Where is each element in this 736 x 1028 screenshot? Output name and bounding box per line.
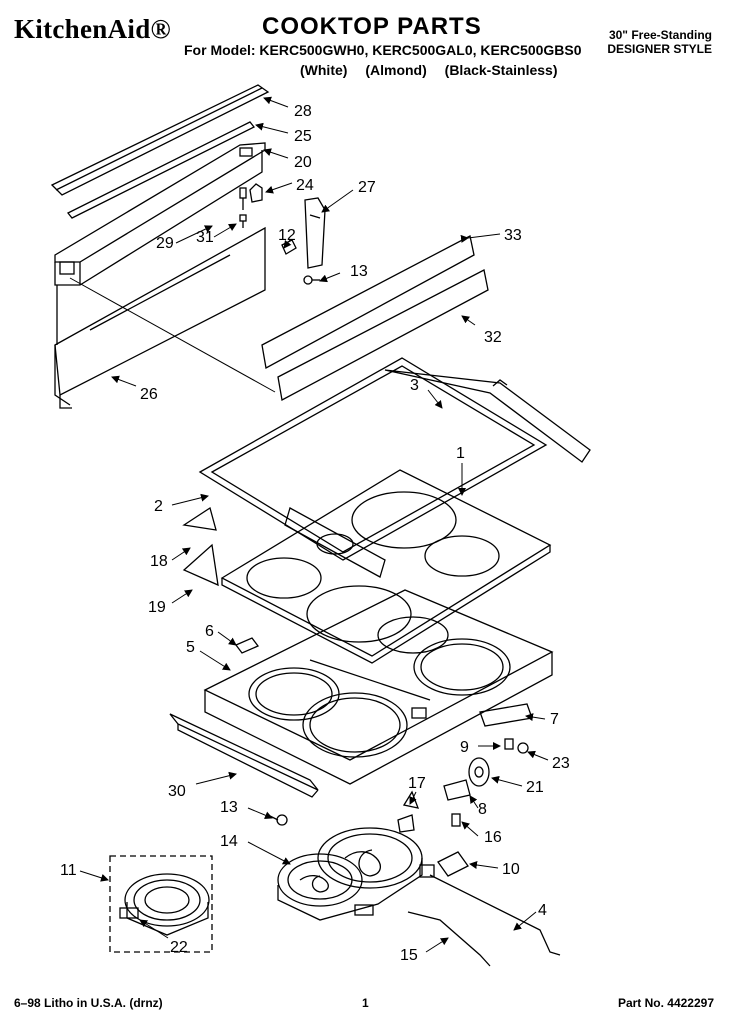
screw-13-upper — [303, 275, 320, 285]
corner-gasket-19 — [182, 543, 219, 587]
screw-9 — [504, 738, 514, 750]
label-20: 20 — [294, 154, 312, 171]
label-6: 6 — [205, 623, 214, 640]
label-33: 33 — [504, 227, 522, 244]
dual-element-14 — [277, 827, 435, 921]
label-17: 17 — [408, 775, 426, 792]
finish-almond: (Almond) — [365, 62, 427, 78]
strip-32 — [277, 269, 489, 401]
screw-31 — [239, 214, 247, 228]
glass-cooktop-1 — [220, 469, 552, 664]
model-numbers: For Model: KERC500GWH0, KERC500GAL0, KER… — [184, 42, 582, 58]
label-16: 16 — [484, 829, 502, 846]
screw-23 — [517, 742, 529, 754]
screw-29 — [239, 187, 247, 210]
element-11 — [109, 855, 213, 953]
label-7: 7 — [550, 711, 559, 728]
label-24: 24 — [296, 177, 314, 194]
label-27: 27 — [358, 179, 376, 196]
label-2: 2 — [154, 498, 163, 515]
brand-logo: KitchenAid® — [14, 14, 171, 44]
label-5: 5 — [186, 639, 195, 656]
frame-3 — [384, 369, 591, 463]
label-22: 22 — [170, 939, 188, 956]
product-style: 30" Free-Standing DESIGNER STYLE — [607, 28, 712, 56]
screw-13-lower — [269, 814, 288, 826]
part-number-labels: 28 25 20 24 27 33 12 29 31 13 32 26 3 1 … — [60, 103, 570, 964]
label-32: 32 — [484, 329, 502, 346]
control-bracket-20 — [54, 142, 266, 286]
label-21: 21 — [526, 779, 544, 796]
front-trim-cooktop — [284, 507, 386, 578]
label-14: 14 — [220, 833, 238, 850]
leader-lines — [79, 96, 549, 953]
label-4: 4 — [538, 902, 547, 919]
burner-box-5 — [203, 589, 554, 785]
finish-list: (White) (Almond) (Black-Stainless) — [300, 62, 571, 78]
label-9: 9 — [460, 739, 469, 756]
finish-white: (White) — [300, 62, 348, 78]
bracket-8 — [443, 779, 471, 801]
clip-10 — [437, 851, 469, 877]
label-8: 8 — [478, 801, 487, 818]
front-rail-30 — [169, 713, 319, 798]
footer-print-info: 6–98 Litho in U.S.A. (drnz) — [14, 996, 163, 1010]
label-12: 12 — [278, 227, 296, 244]
label-18: 18 — [150, 553, 168, 570]
label-23: 23 — [552, 755, 570, 772]
footer-part-number: Part No. 4422297 — [617, 996, 714, 1010]
label-13-lower: 13 — [220, 799, 238, 816]
gasket-2 — [198, 357, 548, 561]
terminal-17 — [397, 790, 420, 833]
finish-black-stainless: (Black-Stainless) — [444, 62, 558, 78]
product-type: 30" Free-Standing — [608, 28, 712, 42]
label-30: 30 — [168, 783, 186, 800]
label-13-upper: 13 — [350, 263, 368, 280]
product-series: DESIGNER STYLE — [607, 42, 712, 56]
label-29: 29 — [156, 235, 174, 252]
rod-25 — [66, 121, 256, 219]
label-31: 31 — [196, 229, 214, 246]
label-26: 26 — [140, 386, 158, 403]
back-panel-26 — [54, 226, 266, 409]
footer-page-number: 1 — [362, 996, 369, 1010]
bracket-6 — [234, 637, 260, 654]
clip-24 — [249, 183, 263, 203]
label-3: 3 — [410, 377, 419, 394]
trim-strip-28 — [50, 84, 270, 196]
label-19: 19 — [148, 599, 166, 616]
switch-21 — [468, 757, 490, 787]
label-25: 25 — [294, 128, 312, 145]
label-28: 28 — [294, 103, 312, 120]
side-bracket-27 — [304, 197, 326, 269]
label-1: 1 — [456, 445, 465, 462]
rod-4 — [429, 874, 561, 956]
label-15: 15 — [400, 947, 418, 964]
wire-15 — [407, 911, 491, 967]
page-title: COOKTOP PARTS — [262, 13, 482, 40]
glass-strip-33 — [261, 235, 475, 370]
label-11: 11 — [60, 862, 77, 879]
corner-bracket-18 — [182, 506, 217, 531]
screw-16 — [451, 813, 461, 827]
label-10: 10 — [502, 861, 520, 878]
bracket-7 — [479, 703, 533, 727]
